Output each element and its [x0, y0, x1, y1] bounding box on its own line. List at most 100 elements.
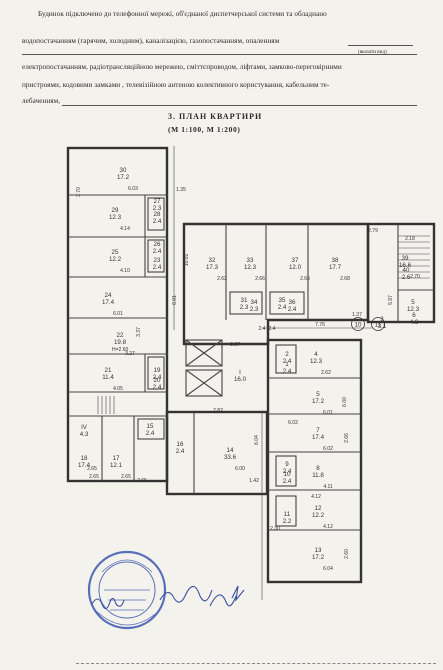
room-area: 17.7 — [329, 264, 342, 271]
room-number: 14 — [227, 447, 234, 454]
room-dimension: 2.66 — [255, 276, 265, 282]
dimension-label: 2.60 — [344, 549, 350, 559]
room-area: 2.4 — [153, 218, 162, 225]
room-number: 38 — [332, 257, 339, 264]
handwritten-signature — [91, 585, 245, 610]
left-wing-outline — [66, 146, 169, 483]
room-area: 12.3 — [407, 306, 420, 313]
dimension-label: 2.18 — [405, 236, 415, 242]
dimension-label: 1.37 — [352, 312, 362, 318]
dimension-label: 3.70 — [76, 187, 82, 197]
underline-1 — [348, 45, 413, 46]
room-area: 2.3 — [250, 306, 259, 313]
room-dimension: 6.03 — [128, 186, 138, 192]
room-dimension: 2.62 — [217, 276, 227, 282]
room-number: 6 — [412, 312, 416, 319]
room-area: 33.6 — [224, 454, 237, 461]
room-number: 2 — [285, 351, 289, 358]
room-number: 29 — [112, 207, 119, 214]
room-number: 10 — [284, 471, 291, 478]
room-number: 20 — [154, 377, 161, 384]
room-number: I — [239, 369, 241, 376]
room-area: 2.4 — [153, 264, 162, 271]
room-area: 2.4 — [153, 248, 162, 255]
dimension-label: 3.37 — [136, 327, 142, 337]
room-number: 26 — [154, 241, 161, 248]
room-number: 23 — [154, 257, 161, 264]
room-number: 19 — [154, 367, 161, 374]
room-area: 17.3 — [206, 264, 219, 271]
room-dimension: 6.01 — [113, 311, 123, 317]
room-number: 13 — [315, 547, 322, 554]
room-dimension: 6.02 — [323, 446, 333, 452]
room-dimension: 6.00 — [235, 466, 245, 472]
room-area: 2.3 — [153, 205, 162, 212]
room-area: 3.1 — [378, 323, 387, 330]
bottom-rule — [76, 663, 436, 664]
dimension-label: 6.01 — [172, 295, 178, 305]
header-line-1: Будинок підключено до телефонної мережі,… — [38, 10, 327, 18]
marker-10: 10 — [351, 317, 365, 331]
room-area: 12.3 — [109, 214, 122, 221]
room-area: 11.8 — [312, 472, 324, 479]
room-area: 17.4 — [78, 462, 91, 469]
marker-11: 11 — [371, 317, 385, 331]
header-line-5: лебаченням, — [22, 97, 61, 105]
room-area: 2.6 — [402, 274, 411, 281]
room-number: 8 — [316, 465, 320, 472]
underline-3 — [62, 105, 417, 106]
marker-10-label: 10 — [355, 322, 362, 329]
room-number: 28 — [154, 211, 161, 218]
room-area: 11.4 — [102, 374, 114, 381]
room-area: 2.3 — [240, 304, 249, 311]
room-dimension: 3.27 — [125, 351, 135, 357]
center-top-outline — [182, 222, 370, 346]
room-area: 12.2 — [109, 256, 122, 263]
dimension-label: 5.97 — [388, 295, 394, 305]
scale-label: (М 1:100, М 1:200) — [168, 125, 241, 134]
room-dimension: 2.65 — [300, 276, 310, 282]
right-stair-outline — [366, 222, 436, 324]
ceiling-height-label: H=2.60 — [112, 347, 128, 353]
dimension-label: 2.65 — [87, 466, 97, 472]
room-number: 22 — [117, 332, 124, 339]
room-dimension: 2.65 — [89, 474, 99, 480]
room-number: 36 — [289, 299, 296, 306]
room-number: 5 — [411, 299, 415, 306]
room-dimension: 2.62 — [321, 370, 331, 376]
room-dimension: 4.14 — [120, 226, 130, 232]
room-area: 16.0 — [234, 376, 247, 383]
room-dimension: 4.11 — [323, 484, 333, 490]
room-number: 24 — [105, 292, 112, 299]
room-number: 27 — [154, 198, 161, 205]
room-number: 25 — [112, 249, 119, 256]
dimension-label: 4.12 — [311, 494, 321, 500]
room-number: 9 — [285, 461, 289, 468]
room-number: 12 — [315, 505, 322, 512]
room-dimension: 6.04 — [323, 566, 333, 572]
header-line-4: пристроями, кодовими замками , телевізій… — [22, 81, 330, 89]
room-dimension: 6.01 — [323, 410, 333, 416]
room-area: 12.1 — [110, 462, 123, 469]
room-number: 35 — [279, 297, 286, 304]
dimension-label: 10.01 — [184, 254, 190, 267]
room-number: 17 — [113, 455, 120, 462]
dimension-label: 2.4 — [269, 326, 276, 332]
dimension-label: 2.79 — [368, 228, 378, 234]
dimension-label: 2.66 — [344, 433, 350, 443]
room-area: 16.6 — [399, 262, 412, 269]
room-area: 12.3 — [244, 264, 257, 271]
room-number: 7 — [316, 427, 320, 434]
dimension-label: 3.87 — [230, 342, 240, 348]
header-line-3: електропостачанням, радіотрансляційною м… — [22, 63, 342, 71]
room-number: 11 — [284, 511, 291, 518]
header-line-2-note: (вказати вид) — [358, 50, 387, 55]
room-number: IV — [81, 424, 88, 431]
room-area: 17.2 — [312, 554, 325, 561]
room-number: 40 — [403, 267, 410, 274]
room-area: 2.4 — [283, 478, 292, 485]
room-area: 2.4 — [146, 430, 155, 437]
room-area: 2.4 — [283, 358, 292, 365]
dimension-label: 1.42 — [249, 478, 259, 484]
room-area: 2.2 — [283, 518, 292, 525]
